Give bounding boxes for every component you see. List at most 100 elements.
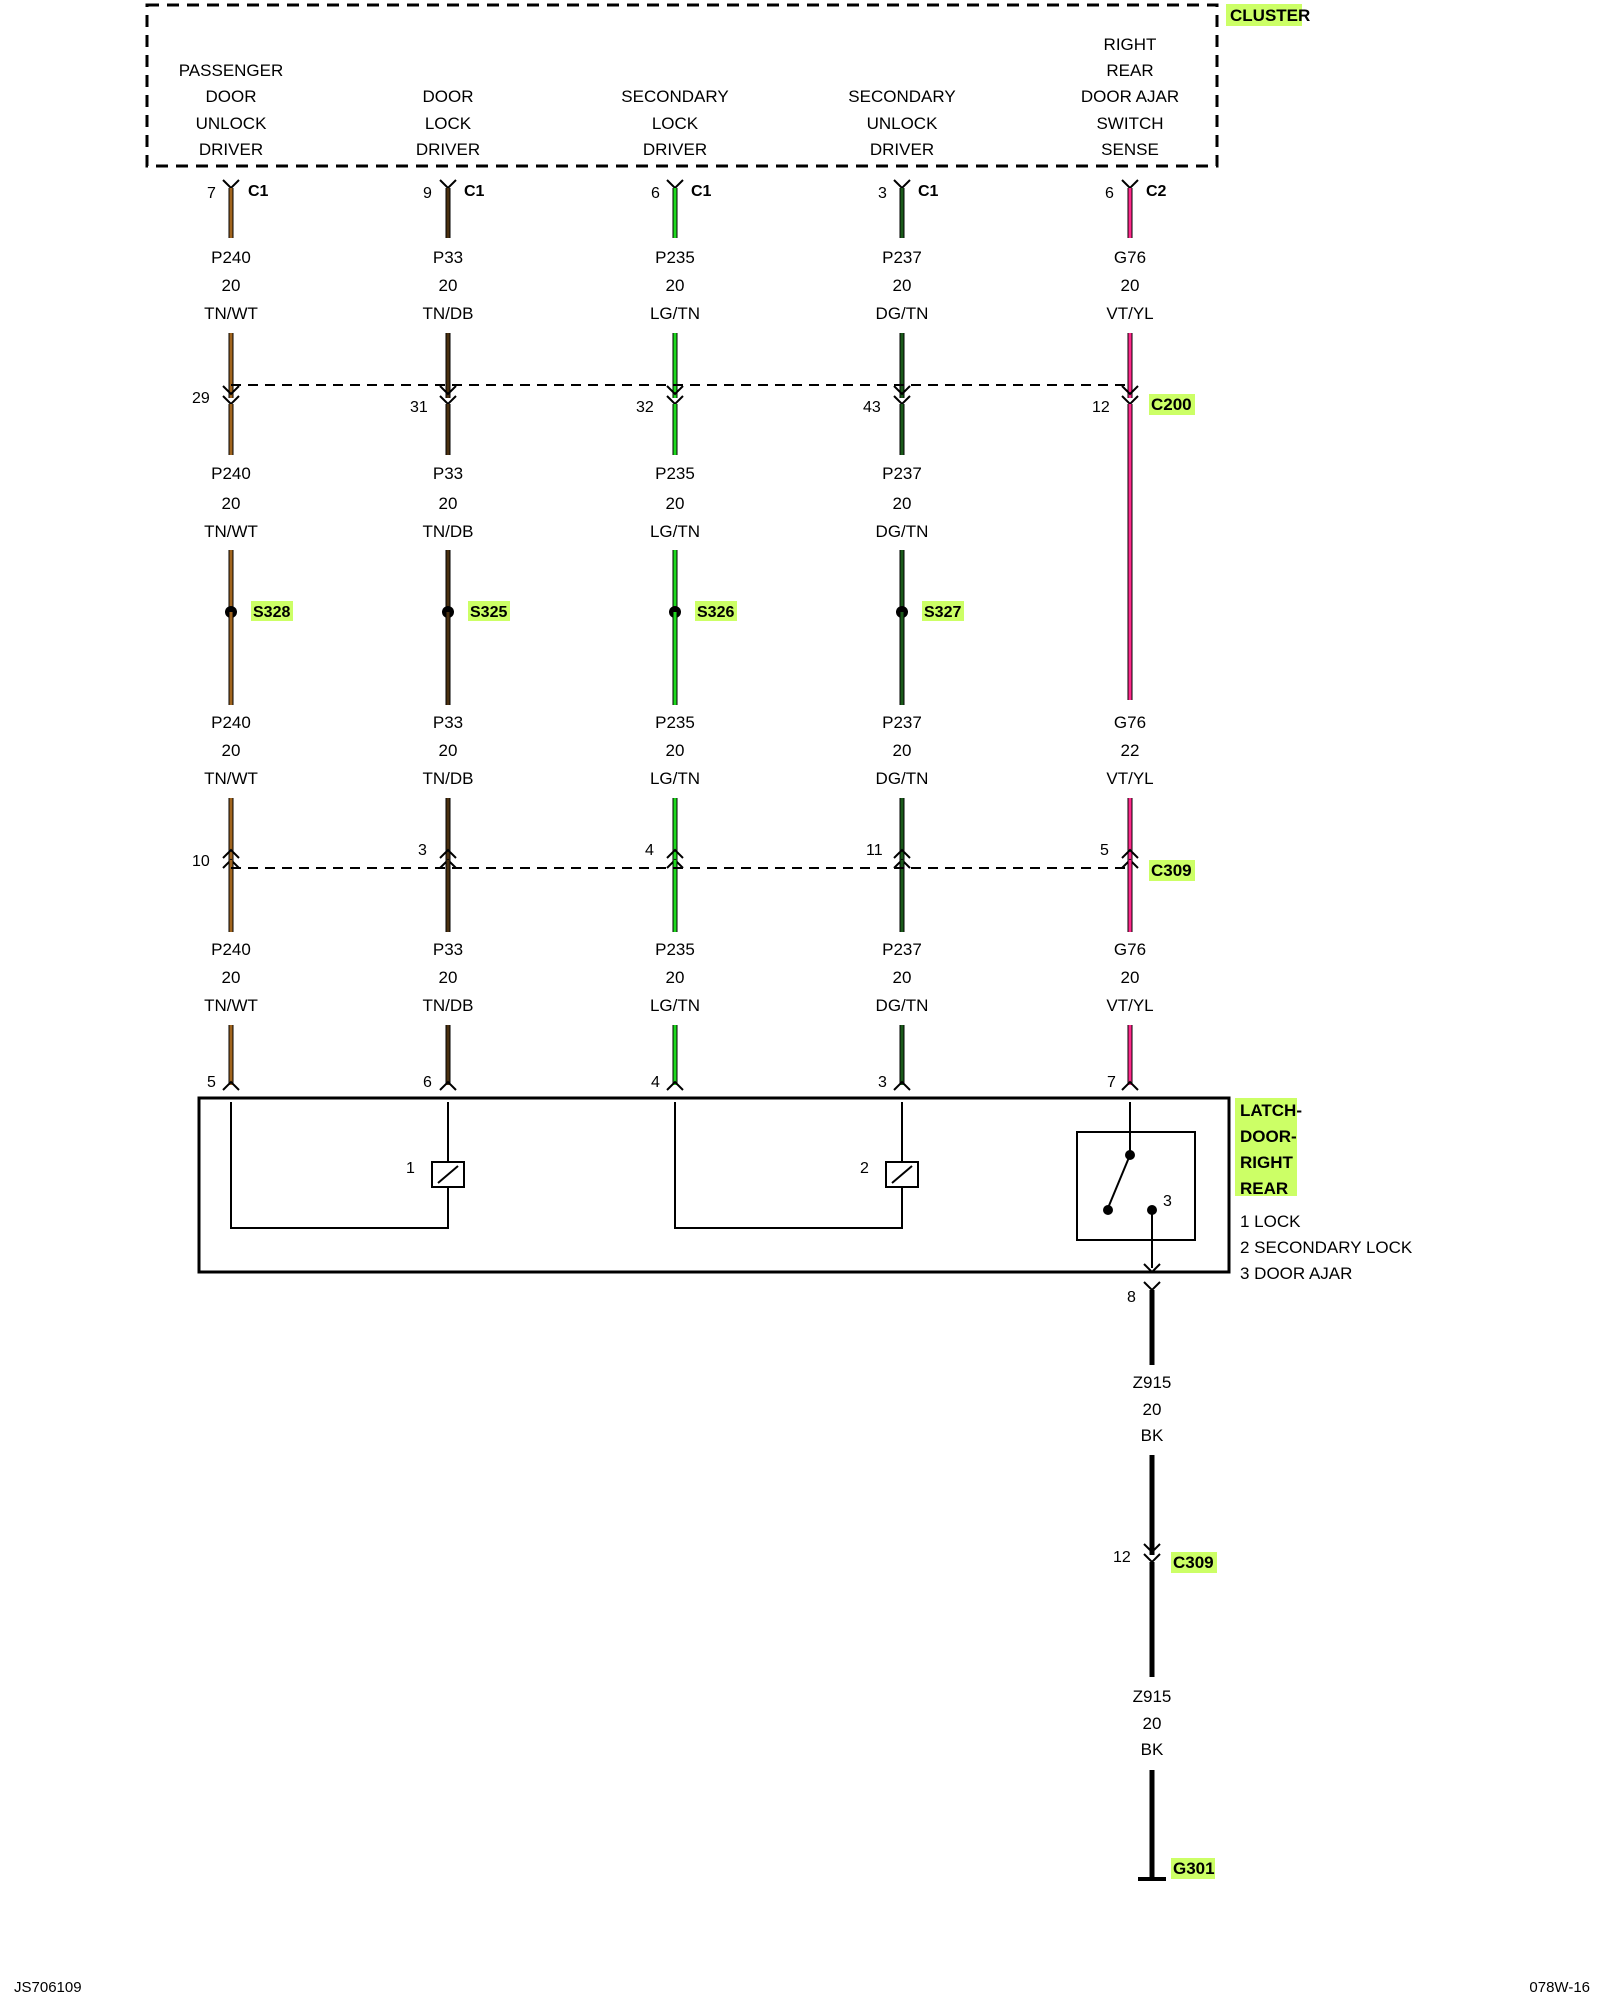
wire-columns: [222, 179, 1161, 1862]
svg-text:43: 43: [863, 399, 881, 416]
wire-p237-c200-male: [893, 385, 911, 396]
svg-text:RIGHT: RIGHT: [1104, 35, 1157, 54]
svg-text:20: 20: [666, 968, 685, 987]
wire-p33-latch-connector: [439, 1080, 457, 1091]
svg-text:DOOR-: DOOR-: [1240, 1127, 1297, 1146]
svg-text:2 SECONDARY LOCK: 2 SECONDARY LOCK: [1240, 1238, 1413, 1257]
svg-text:20: 20: [893, 494, 912, 513]
circuit-p240-labels: 7 C1 P240 20 TN/WT 29 P240 20 TN/WT S328…: [192, 183, 293, 1091]
wire-p235-latch-connector: [666, 1080, 684, 1091]
wire-z915-pin8-female: [1143, 1281, 1161, 1292]
wire-p33-c309-caret-top: [439, 848, 457, 859]
wire-p240-c309-caret-top: [222, 848, 240, 859]
svg-text:C1: C1: [691, 183, 712, 200]
svg-text:6: 6: [423, 1074, 432, 1091]
svg-text:3: 3: [878, 185, 887, 202]
svg-text:DOOR: DOOR: [423, 87, 474, 106]
latch-internal-wiring: [230, 1102, 903, 1229]
svg-text:C1: C1: [248, 183, 269, 200]
svg-text:TN/WT: TN/WT: [204, 304, 258, 323]
cluster-label: CLUSTER: [1230, 6, 1310, 25]
wire-p237-cluster-connector: [893, 179, 911, 190]
svg-text:7: 7: [1107, 1074, 1116, 1091]
svg-text:TN/WT: TN/WT: [204, 769, 258, 788]
svg-text:G76: G76: [1114, 713, 1146, 732]
wire-p240-latch-connector: [222, 1080, 240, 1091]
svg-text:TN/DB: TN/DB: [423, 304, 474, 323]
svg-text:20: 20: [439, 741, 458, 760]
svg-text:5: 5: [1100, 842, 1109, 859]
svg-text:SWITCH: SWITCH: [1096, 114, 1163, 133]
cluster-module-box: [145, 3, 1219, 168]
wire-p235-c309-caret-top: [666, 848, 684, 859]
svg-text:UNLOCK: UNLOCK: [867, 114, 939, 133]
svg-text:VT/YL: VT/YL: [1106, 996, 1153, 1015]
wire-g76-c309-caret-top: [1121, 848, 1139, 859]
svg-text:20: 20: [666, 494, 685, 513]
svg-text:G76: G76: [1114, 248, 1146, 267]
wire-p240-c200-male: [222, 385, 240, 396]
svg-text:6: 6: [651, 185, 660, 202]
svg-text:DRIVER: DRIVER: [870, 140, 934, 159]
circuit-p235-labels: 6 C1 P235 20 LG/TN 32 P235 20 LG/TN S326…: [636, 183, 737, 1091]
svg-text:31: 31: [410, 399, 428, 416]
svg-text:LATCH-: LATCH-: [1240, 1101, 1302, 1120]
svg-text:29: 29: [192, 390, 210, 407]
driver-label-2: DOOR LOCK DRIVER: [416, 87, 480, 159]
svg-text:1 LOCK: 1 LOCK: [1240, 1212, 1301, 1231]
wire-p235-cluster-connector: [666, 179, 684, 190]
splice-s325-highlight: [468, 601, 510, 621]
wire-p33-c200-male: [439, 385, 457, 396]
coil-1-label: 1: [406, 1160, 415, 1177]
svg-text:20: 20: [439, 276, 458, 295]
svg-text:DG/TN: DG/TN: [876, 996, 929, 1015]
svg-text:P240: P240: [211, 940, 251, 959]
wire-g76-cluster-connector: [1121, 179, 1139, 190]
svg-text:20: 20: [666, 741, 685, 760]
ground-pin-label: 8: [1127, 1289, 1136, 1306]
svg-text:LG/TN: LG/TN: [650, 769, 700, 788]
svg-text:10: 10: [192, 853, 210, 870]
svg-text:C2: C2: [1146, 183, 1167, 200]
wire-p33-cluster-connector: [439, 179, 457, 190]
svg-text:UNLOCK: UNLOCK: [196, 114, 268, 133]
svg-text:20: 20: [222, 276, 241, 295]
wire-g76-c200-male: [1121, 385, 1139, 396]
svg-text:P235: P235: [655, 940, 695, 959]
svg-text:11: 11: [866, 842, 883, 859]
wire-p235-c200-male: [666, 385, 684, 396]
svg-text:SECONDARY: SECONDARY: [621, 87, 728, 106]
svg-text:TN/WT: TN/WT: [204, 996, 258, 1015]
svg-text:P240: P240: [211, 464, 251, 483]
svg-text:VT/YL: VT/YL: [1106, 304, 1153, 323]
svg-text:7: 7: [207, 185, 216, 202]
splice-s327: S327: [924, 604, 961, 621]
svg-text:TN/DB: TN/DB: [423, 996, 474, 1015]
svg-text:20: 20: [222, 741, 241, 760]
svg-text:C1: C1: [918, 183, 939, 200]
svg-text:VT/YL: VT/YL: [1106, 769, 1153, 788]
svg-text:Z915: Z915: [1133, 1687, 1172, 1706]
ground-c309-label: C309: [1173, 1553, 1214, 1572]
svg-text:32: 32: [636, 399, 654, 416]
splice-s326: S326: [697, 604, 734, 621]
svg-text:RIGHT: RIGHT: [1240, 1153, 1294, 1172]
svg-text:20: 20: [222, 494, 241, 513]
coil-2-symbol: [885, 1161, 919, 1188]
c309-label: C309: [1151, 861, 1192, 880]
svg-text:BK: BK: [1141, 1740, 1164, 1759]
driver-label-3: SECONDARY LOCK DRIVER: [621, 87, 728, 159]
door-ajar-switch-symbol: [1076, 1102, 1196, 1268]
svg-text:TN/WT: TN/WT: [204, 522, 258, 541]
svg-text:P237: P237: [882, 248, 922, 267]
svg-text:DRIVER: DRIVER: [416, 140, 480, 159]
svg-text:20: 20: [1143, 1400, 1162, 1419]
splice-s325: S325: [470, 604, 507, 621]
svg-text:SECONDARY: SECONDARY: [848, 87, 955, 106]
svg-text:20: 20: [1121, 276, 1140, 295]
svg-text:LOCK: LOCK: [425, 114, 472, 133]
svg-text:12: 12: [1092, 399, 1110, 416]
wire-p237-latch-connector: [893, 1080, 911, 1091]
svg-text:DRIVER: DRIVER: [643, 140, 707, 159]
